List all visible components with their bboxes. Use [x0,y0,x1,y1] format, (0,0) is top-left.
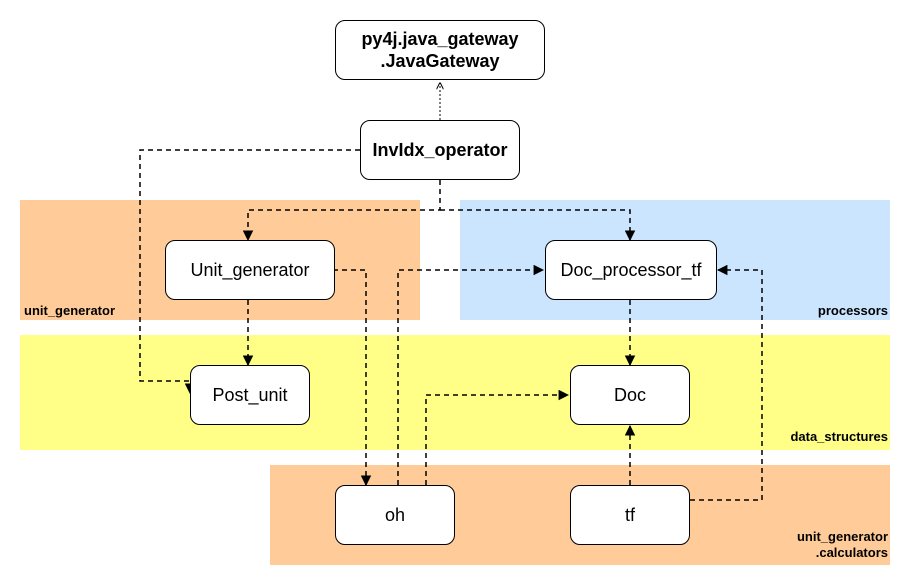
node-doc-label: Doc [613,385,646,405]
region-label-data-structures: data_structures [790,429,888,444]
node-unit-generator[interactable]: Unit_generator [165,240,335,300]
node-unit-generator-label: Unit_generator [190,260,310,280]
region-label-calculators: unit_generator .calculators [796,529,888,560]
node-invidx-operator[interactable]: InvIdx_operator [360,120,520,180]
node-doc[interactable]: Doc [570,365,690,425]
region-label-processors: processors [817,303,888,318]
node-doc-processor-tf-label: Doc_processor_tf [560,260,702,280]
region-label-unit-generator: unit_generator [24,303,116,318]
node-tf-label: tf [624,505,635,525]
node-oh[interactable]: oh [335,485,455,545]
node-tf[interactable]: tf [570,485,690,545]
region-data-structures [20,335,890,450]
node-post-unit-label: Post_unit [212,385,288,405]
node-invidx-operator-label: InvIdx_operator [372,140,508,160]
node-java-gateway-label: py4j.java_gateway .JavaGateway [361,29,519,71]
node-doc-processor-tf[interactable]: Doc_processor_tf [545,240,717,300]
node-oh-label: oh [384,505,406,525]
node-java-gateway[interactable]: py4j.java_gateway .JavaGateway [335,20,545,80]
node-post-unit[interactable]: Post_unit [190,365,310,425]
